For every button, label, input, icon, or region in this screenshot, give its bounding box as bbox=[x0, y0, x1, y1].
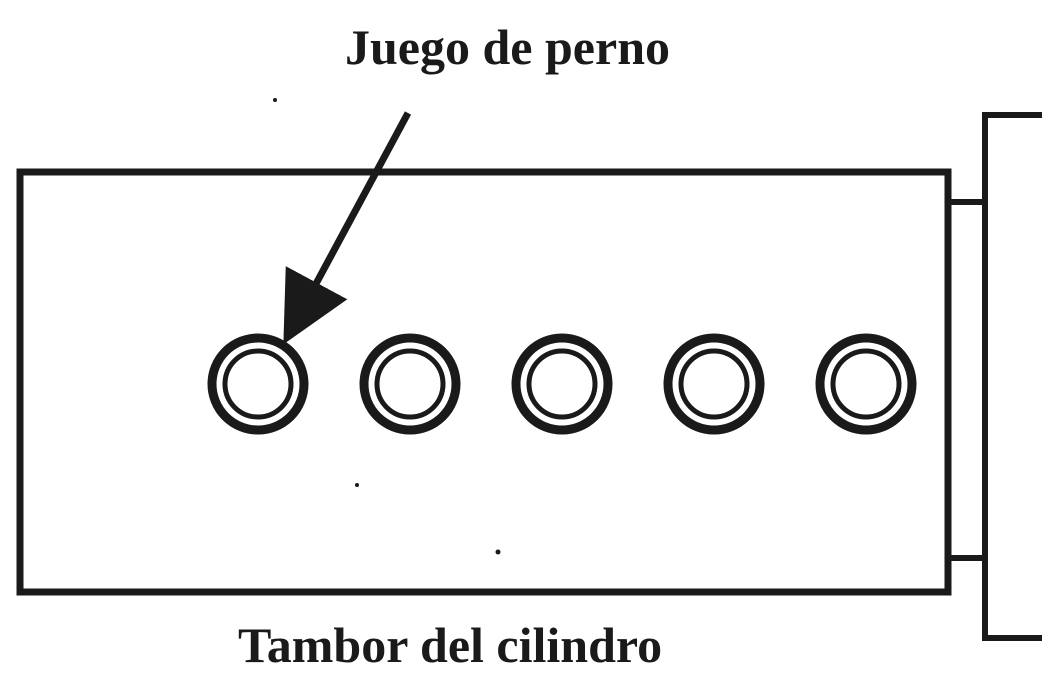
pin-hole-outer-ring bbox=[815, 333, 917, 435]
pin-set-arrow bbox=[283, 111, 412, 345]
pin-hole-outer-ring bbox=[207, 333, 309, 435]
speck bbox=[495, 549, 501, 555]
cylinder-drum-label: Tambor del cilindro bbox=[238, 617, 663, 673]
pin-hole bbox=[815, 333, 917, 435]
pin-hole bbox=[359, 333, 461, 435]
pin-hole-inner-ring bbox=[222, 348, 294, 420]
pin-hole bbox=[663, 333, 765, 435]
pin-set-label: Juego de perno bbox=[345, 19, 670, 75]
cylinder-flange bbox=[982, 112, 1042, 641]
pin-hole-inner-ring bbox=[526, 348, 598, 420]
pin-hole-inner-ring bbox=[830, 348, 902, 420]
speck bbox=[273, 98, 277, 102]
pin-hole bbox=[511, 333, 613, 435]
pin-hole-inner-ring bbox=[678, 348, 750, 420]
pin-set bbox=[207, 333, 917, 435]
pin-hole-outer-ring bbox=[511, 333, 613, 435]
pin-hole-outer-ring bbox=[359, 333, 461, 435]
cylinder-drum-body bbox=[16, 168, 952, 596]
speck bbox=[355, 483, 359, 487]
pin-hole-outer-ring bbox=[663, 333, 765, 435]
pin-hole-inner-ring bbox=[374, 348, 446, 420]
pin-hole bbox=[207, 333, 309, 435]
